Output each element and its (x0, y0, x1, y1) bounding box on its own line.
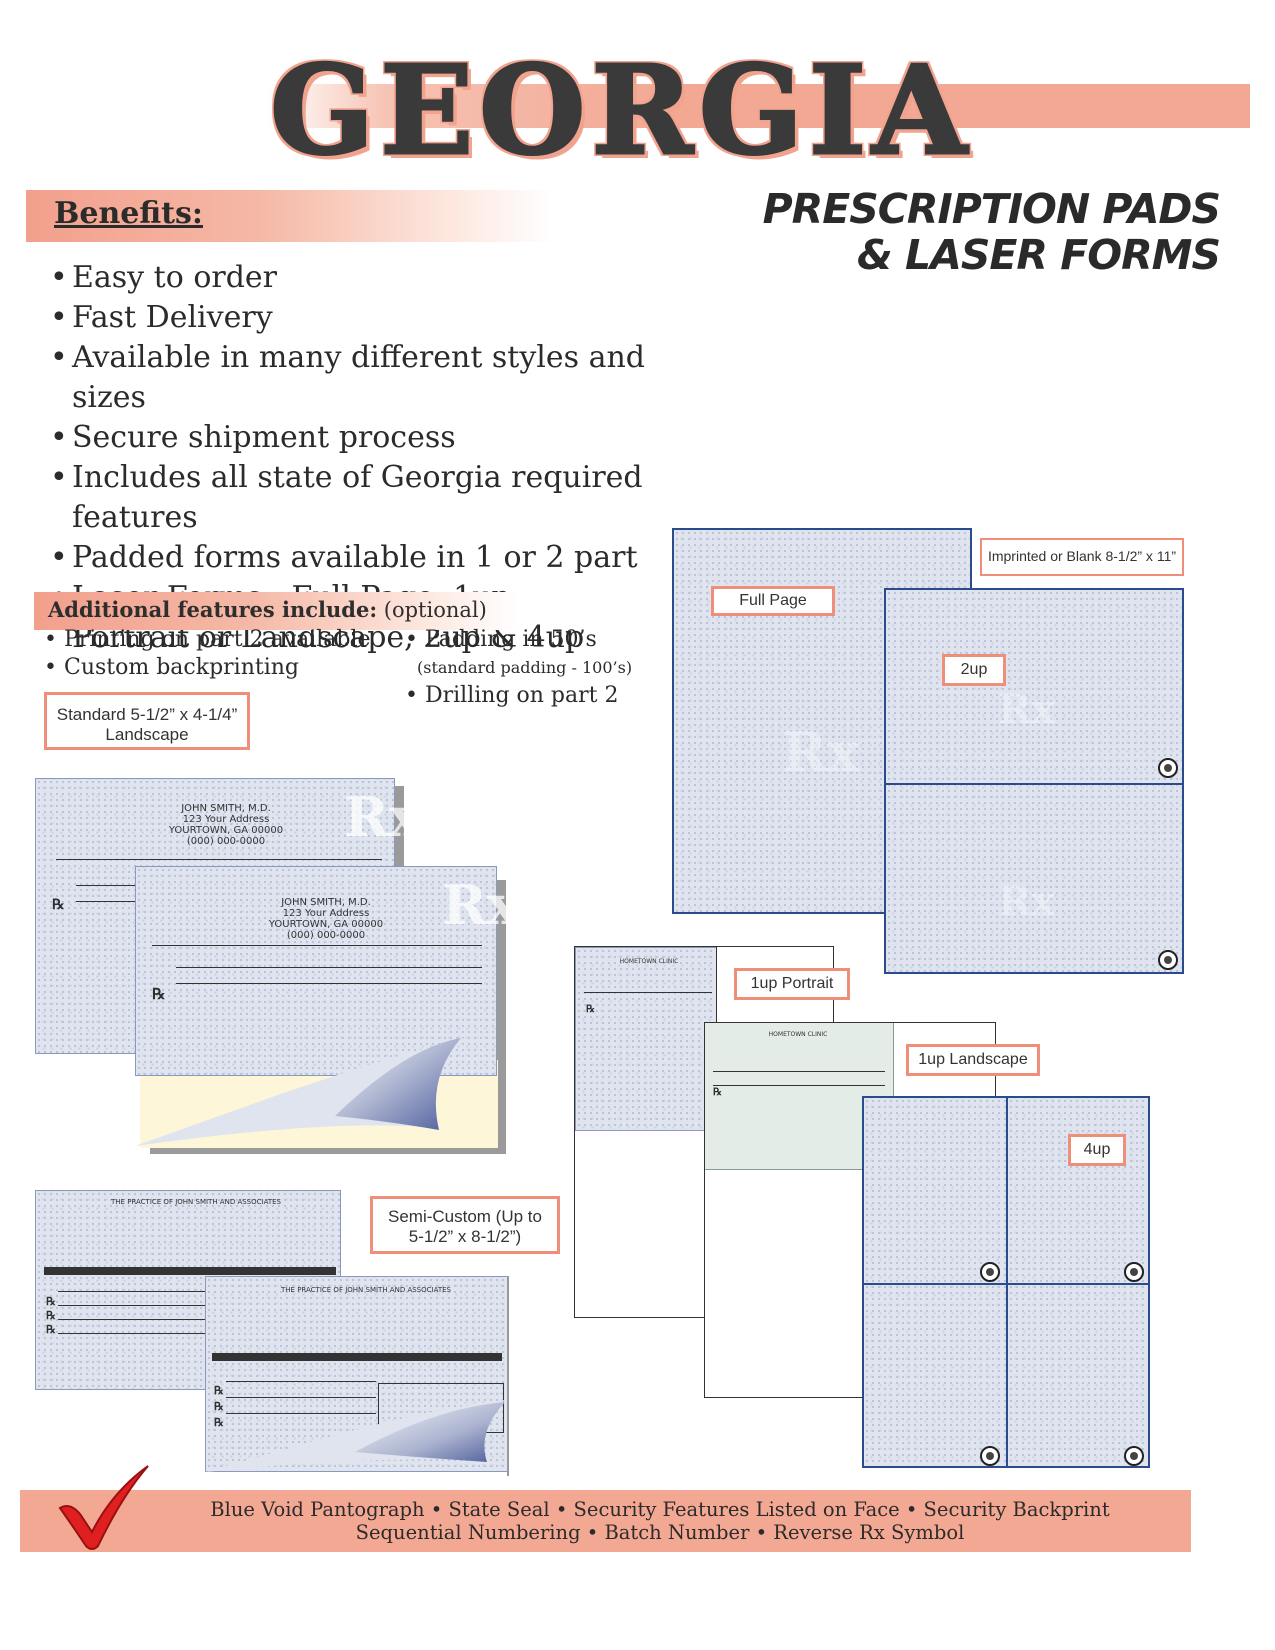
benefit-item: Fast Delivery (44, 298, 722, 338)
form-rule (226, 1381, 376, 1382)
two-up-callout: 2up (942, 654, 1006, 686)
form-rule (58, 1319, 208, 1320)
rx-watermark: Rx (998, 878, 1056, 925)
additional-features-col2: • Padding in 50’s (standard padding - 10… (405, 626, 632, 710)
additional-features-label: Additional features include: (48, 597, 378, 622)
form-bar (44, 1267, 336, 1275)
state-seal-icon (1158, 950, 1178, 970)
rx-glyph: ℞ (586, 1004, 595, 1015)
rx-glyph: ℞ (52, 897, 65, 913)
benefit-item: Secure shipment process (44, 418, 722, 458)
benefit-item: Includes all state of Georgia required f… (44, 458, 722, 538)
additional-features-band (34, 592, 520, 630)
benefits-band (26, 190, 556, 242)
feature-item: • Printing on part 2 available (44, 627, 371, 652)
form-header: JOHN SMITH, M.D. 123 Your Address YOURTO… (268, 897, 384, 941)
footer-band (20, 1490, 1191, 1552)
form-rule (76, 901, 136, 902)
feature-item: • Custom backprinting (44, 655, 300, 680)
form-header: JOHN SMITH, M.D. 123 Your Address YOURTO… (168, 803, 284, 847)
footer-security-features: Blue Void Pantograph • State Seal • Secu… (160, 1498, 1160, 1544)
form-rule (226, 1397, 376, 1398)
standard-size-callout: Standard 5-1/2” x 4-1/4” Landscape (44, 692, 250, 750)
rx-glyph-list: ℞℞℞ (46, 1295, 56, 1336)
feature-note: (standard padding - 100’s) (417, 658, 633, 677)
form-rule (584, 992, 712, 993)
benefits-heading: Benefits: (54, 196, 203, 231)
footer-line-1: Blue Void Pantograph • State Seal • Secu… (210, 1498, 1110, 1521)
form-rule (58, 1333, 208, 1334)
state-seal-icon (980, 1446, 1000, 1466)
page-subtitle: PRESCRIPTION PADS & LASER FORMS (760, 185, 1221, 279)
benefit-item: Easy to order (44, 258, 722, 298)
rx-glyph-list: ℞℞℞ (214, 1384, 224, 1429)
state-seal-icon (1124, 1446, 1144, 1466)
state-seal-icon (980, 1262, 1000, 1282)
footer-line-2: Sequential Numbering • Batch Number • Re… (355, 1521, 965, 1544)
form-header: THE PRACTICE OF JOHN SMITH AND ASSOCIATE… (281, 1286, 451, 1294)
perforation-line (886, 783, 1182, 785)
page-curl-graphic (135, 1038, 465, 1146)
benefit-item: Available in many different styles and s… (44, 338, 722, 418)
rx-glyph: ℞ (713, 1087, 722, 1098)
full-page-callout: Full Page (711, 586, 835, 616)
form-header: HOMETOWN CLINIC (619, 958, 679, 965)
form-rule (176, 983, 482, 984)
form-rule (58, 1291, 208, 1292)
form-rule (713, 1085, 885, 1086)
rx-watermark: Rx (442, 873, 520, 937)
form-header: THE PRACTICE OF JOHN SMITH AND ASSOCIATE… (111, 1198, 281, 1206)
imprinted-blank-callout: Imprinted or Blank 8-1/2” x 11” (980, 538, 1184, 576)
rx-watermark: Rx (782, 720, 860, 784)
feature-item: • Padding in 50’s (405, 627, 597, 652)
additional-features-col1: • Printing on part 2 available • Custom … (44, 626, 371, 682)
rx-watermark: Rx (344, 785, 422, 849)
form-rule (58, 1305, 208, 1306)
checkmark-icon (58, 1465, 149, 1550)
form-header: HOMETOWN CLINIC (768, 1031, 828, 1038)
form-bar (212, 1353, 502, 1361)
page-curl-graphic (205, 1400, 505, 1472)
subtitle-line-2: & LASER FORMS (856, 231, 1221, 279)
form-rule (713, 1071, 885, 1072)
form-rule (76, 885, 136, 886)
one-up-landscape-callout: 1up Landscape (906, 1044, 1040, 1076)
rx-watermark: Rx (998, 686, 1056, 733)
form-rule (152, 945, 482, 946)
subtitle-line-1: PRESCRIPTION PADS (762, 185, 1221, 233)
additional-features-heading: Additional features include: (optional) (48, 597, 487, 622)
benefit-item: Padded forms available in 1 or 2 part (44, 538, 722, 578)
feature-item: • Drilling on part 2 (405, 683, 619, 708)
additional-features-optional: (optional) (383, 598, 487, 622)
page-title: GEORGIA (269, 38, 973, 182)
semi-custom-callout: Semi-Custom (Up to 5-1/2” x 8-1/2”) (370, 1196, 560, 1254)
state-seal-icon (1158, 758, 1178, 778)
portrait-rx-area: HOMETOWN CLINIC ℞ (575, 947, 717, 1131)
form-rule (56, 859, 382, 860)
page-edge (507, 1276, 509, 1476)
rx-glyph: ℞ (152, 985, 166, 1003)
standard-pad-form-front: JOHN SMITH, M.D. 123 Your Address YOURTO… (135, 866, 519, 1076)
four-up-callout: 4up (1068, 1134, 1126, 1166)
perforation-line (1006, 1098, 1008, 1466)
perforation-line (864, 1283, 1148, 1285)
one-up-portrait-callout: 1up Portrait (734, 968, 850, 1000)
form-rule (226, 1413, 376, 1414)
state-seal-icon (1124, 1262, 1144, 1282)
title-band (268, 84, 1250, 128)
two-up-laser-form: Rx Rx (884, 588, 1184, 974)
form-rule (176, 967, 482, 968)
